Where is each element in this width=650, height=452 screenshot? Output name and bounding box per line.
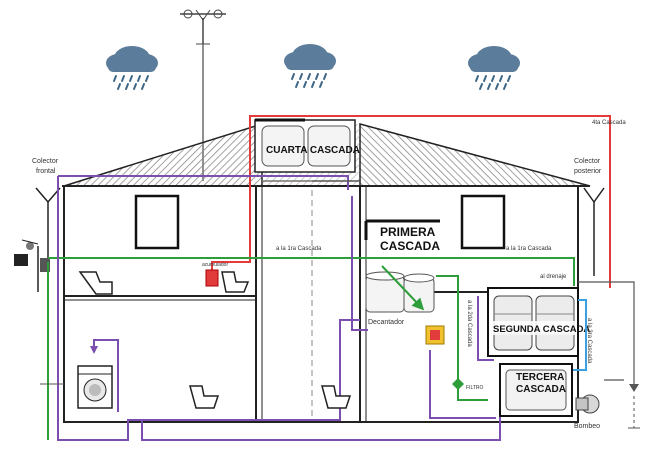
rain-cloud-icon-left bbox=[106, 46, 158, 90]
a-la-1ra-cascada-left-label: a la 1ra Cascada bbox=[276, 246, 322, 252]
a-la-2da-cascada-label: a la 2da Cascada bbox=[466, 300, 472, 347]
decantador-label: Decantador bbox=[368, 319, 405, 326]
al-drenaje-label: al drenaje bbox=[540, 274, 567, 280]
segunda-cascada-label: SEGUNDA CASCADA bbox=[493, 324, 590, 335]
toilet-icon-center bbox=[321, 385, 352, 409]
a-la-3ra-cascada-label: a la 3ra Cascada bbox=[586, 318, 592, 364]
colector-posterior-label-2: posterior bbox=[574, 168, 602, 175]
colector-frontal-label-1: Colector bbox=[32, 158, 59, 165]
weather-station-icon bbox=[14, 239, 50, 292]
acumulador-icon bbox=[205, 269, 219, 287]
bombeo-label: Bombeo bbox=[574, 423, 600, 430]
segunda-label-bg bbox=[490, 321, 576, 335]
cuarta-cascada-tanks bbox=[254, 118, 356, 173]
toilet-icon-upper bbox=[221, 271, 250, 293]
window-right bbox=[460, 194, 506, 250]
toilet-icon-bottom bbox=[189, 385, 220, 409]
rain-cloud-icon-right bbox=[468, 46, 520, 90]
pressure-pump-icon bbox=[425, 325, 445, 345]
purple-arrow-icon bbox=[90, 346, 98, 354]
cuarta-cascada-pipe-label: 4ta Cascada bbox=[592, 120, 626, 126]
colector-posterior-icon bbox=[583, 187, 605, 276]
primera-cascada-label-2: CASCADA bbox=[380, 239, 440, 253]
toilet-icon-left bbox=[78, 271, 113, 295]
colector-frontal-label-2: frontal bbox=[36, 168, 56, 175]
green-supply-pipe bbox=[48, 257, 575, 286]
drain-arrow-icon bbox=[629, 384, 639, 392]
rain-cloud-icon-center bbox=[284, 44, 336, 88]
tercera-cascada-block bbox=[499, 363, 573, 417]
cuarta-cascada-label: CUARTA CASCADA bbox=[266, 145, 360, 156]
primera-cascada-label-1: PRIMERA bbox=[380, 225, 436, 239]
filtro-label: FILTRO bbox=[466, 385, 484, 391]
red-pipe bbox=[211, 115, 611, 288]
bombeo-pump-icon bbox=[575, 394, 600, 414]
a-la-1ra-cascada-right-label: a la 1ra Cascada bbox=[506, 246, 552, 252]
filtro-icon bbox=[452, 378, 464, 390]
colector-posterior-label-1: Colector bbox=[574, 158, 601, 165]
decantador-tank bbox=[365, 271, 405, 313]
tercera-cascada-label-2: CASCADA bbox=[516, 384, 566, 395]
washing-machine-icon bbox=[77, 365, 113, 409]
acumulador-label: acumulador bbox=[202, 262, 228, 268]
primary-storage-tank bbox=[403, 273, 435, 313]
green-flow-arrow bbox=[381, 265, 425, 311]
window-left bbox=[134, 194, 180, 250]
primera-cascada-bracket bbox=[364, 219, 440, 240]
weather-vane-icon bbox=[180, 9, 226, 45]
tercera-cascada-label-1: TERCERA bbox=[516, 372, 564, 383]
green-pipe-to-filter bbox=[436, 275, 488, 401]
purple-pipe bbox=[57, 175, 501, 441]
drain-pipe bbox=[578, 281, 635, 386]
